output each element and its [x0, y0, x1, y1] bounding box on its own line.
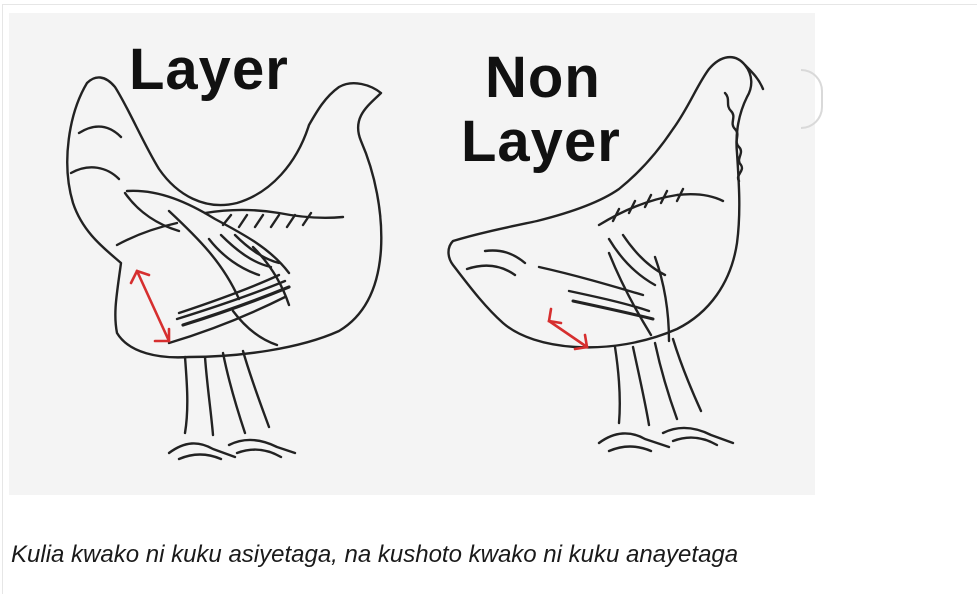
partial-next-image-edge — [801, 69, 823, 129]
layer-hen-icon — [67, 77, 381, 459]
non-layer-title-line1: Non — [485, 49, 601, 107]
double-arrow-icon — [549, 309, 587, 349]
content-frame: Layer Non Layer Kulia kwako ni kuku asiy… — [2, 4, 977, 594]
non-layer-title-line2: Layer — [461, 113, 621, 171]
figure-caption: Kulia kwako ni kuku asiyetaga, na kushot… — [11, 541, 977, 569]
double-arrow-icon — [131, 271, 169, 341]
hen-comparison-figure: Layer Non Layer — [9, 13, 815, 495]
layer-title: Layer — [129, 41, 289, 99]
